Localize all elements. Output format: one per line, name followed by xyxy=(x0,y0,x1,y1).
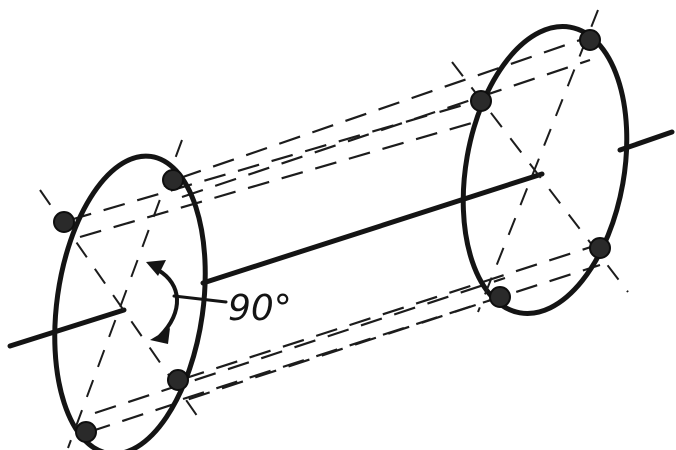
front-ring-point xyxy=(75,421,97,443)
front-ring-point xyxy=(53,211,75,233)
back-ring-point xyxy=(470,90,492,112)
projection-line xyxy=(88,295,501,434)
back-ring-point xyxy=(489,286,511,308)
rotation-arrow xyxy=(146,260,228,344)
back-diagonal xyxy=(477,9,599,313)
label-leader-line xyxy=(172,294,228,304)
projection-line xyxy=(79,118,483,239)
front-ring xyxy=(39,139,208,450)
back-ring xyxy=(451,9,630,316)
axis-middle-segment xyxy=(200,171,545,286)
back-ring-point xyxy=(589,237,611,259)
rotation-arc xyxy=(156,268,179,338)
axis-front-segment xyxy=(7,307,127,349)
arrowhead-bottom-icon xyxy=(150,328,170,344)
projection-line xyxy=(69,99,478,222)
angle-label: 90° xyxy=(228,288,292,329)
rotation-axis xyxy=(7,129,675,349)
projection-lines xyxy=(69,36,601,434)
back-ellipse xyxy=(460,24,630,316)
back-ring-point xyxy=(579,29,601,51)
projection-line xyxy=(94,276,506,415)
front-ring-point xyxy=(162,169,184,191)
front-diagonal xyxy=(67,139,183,449)
arrowhead-top-icon xyxy=(146,260,166,276)
projection-line xyxy=(181,58,591,199)
projection-line xyxy=(179,36,587,180)
projection-line xyxy=(182,243,598,381)
front-ring-point xyxy=(167,369,189,391)
front-ellipse xyxy=(52,153,208,450)
